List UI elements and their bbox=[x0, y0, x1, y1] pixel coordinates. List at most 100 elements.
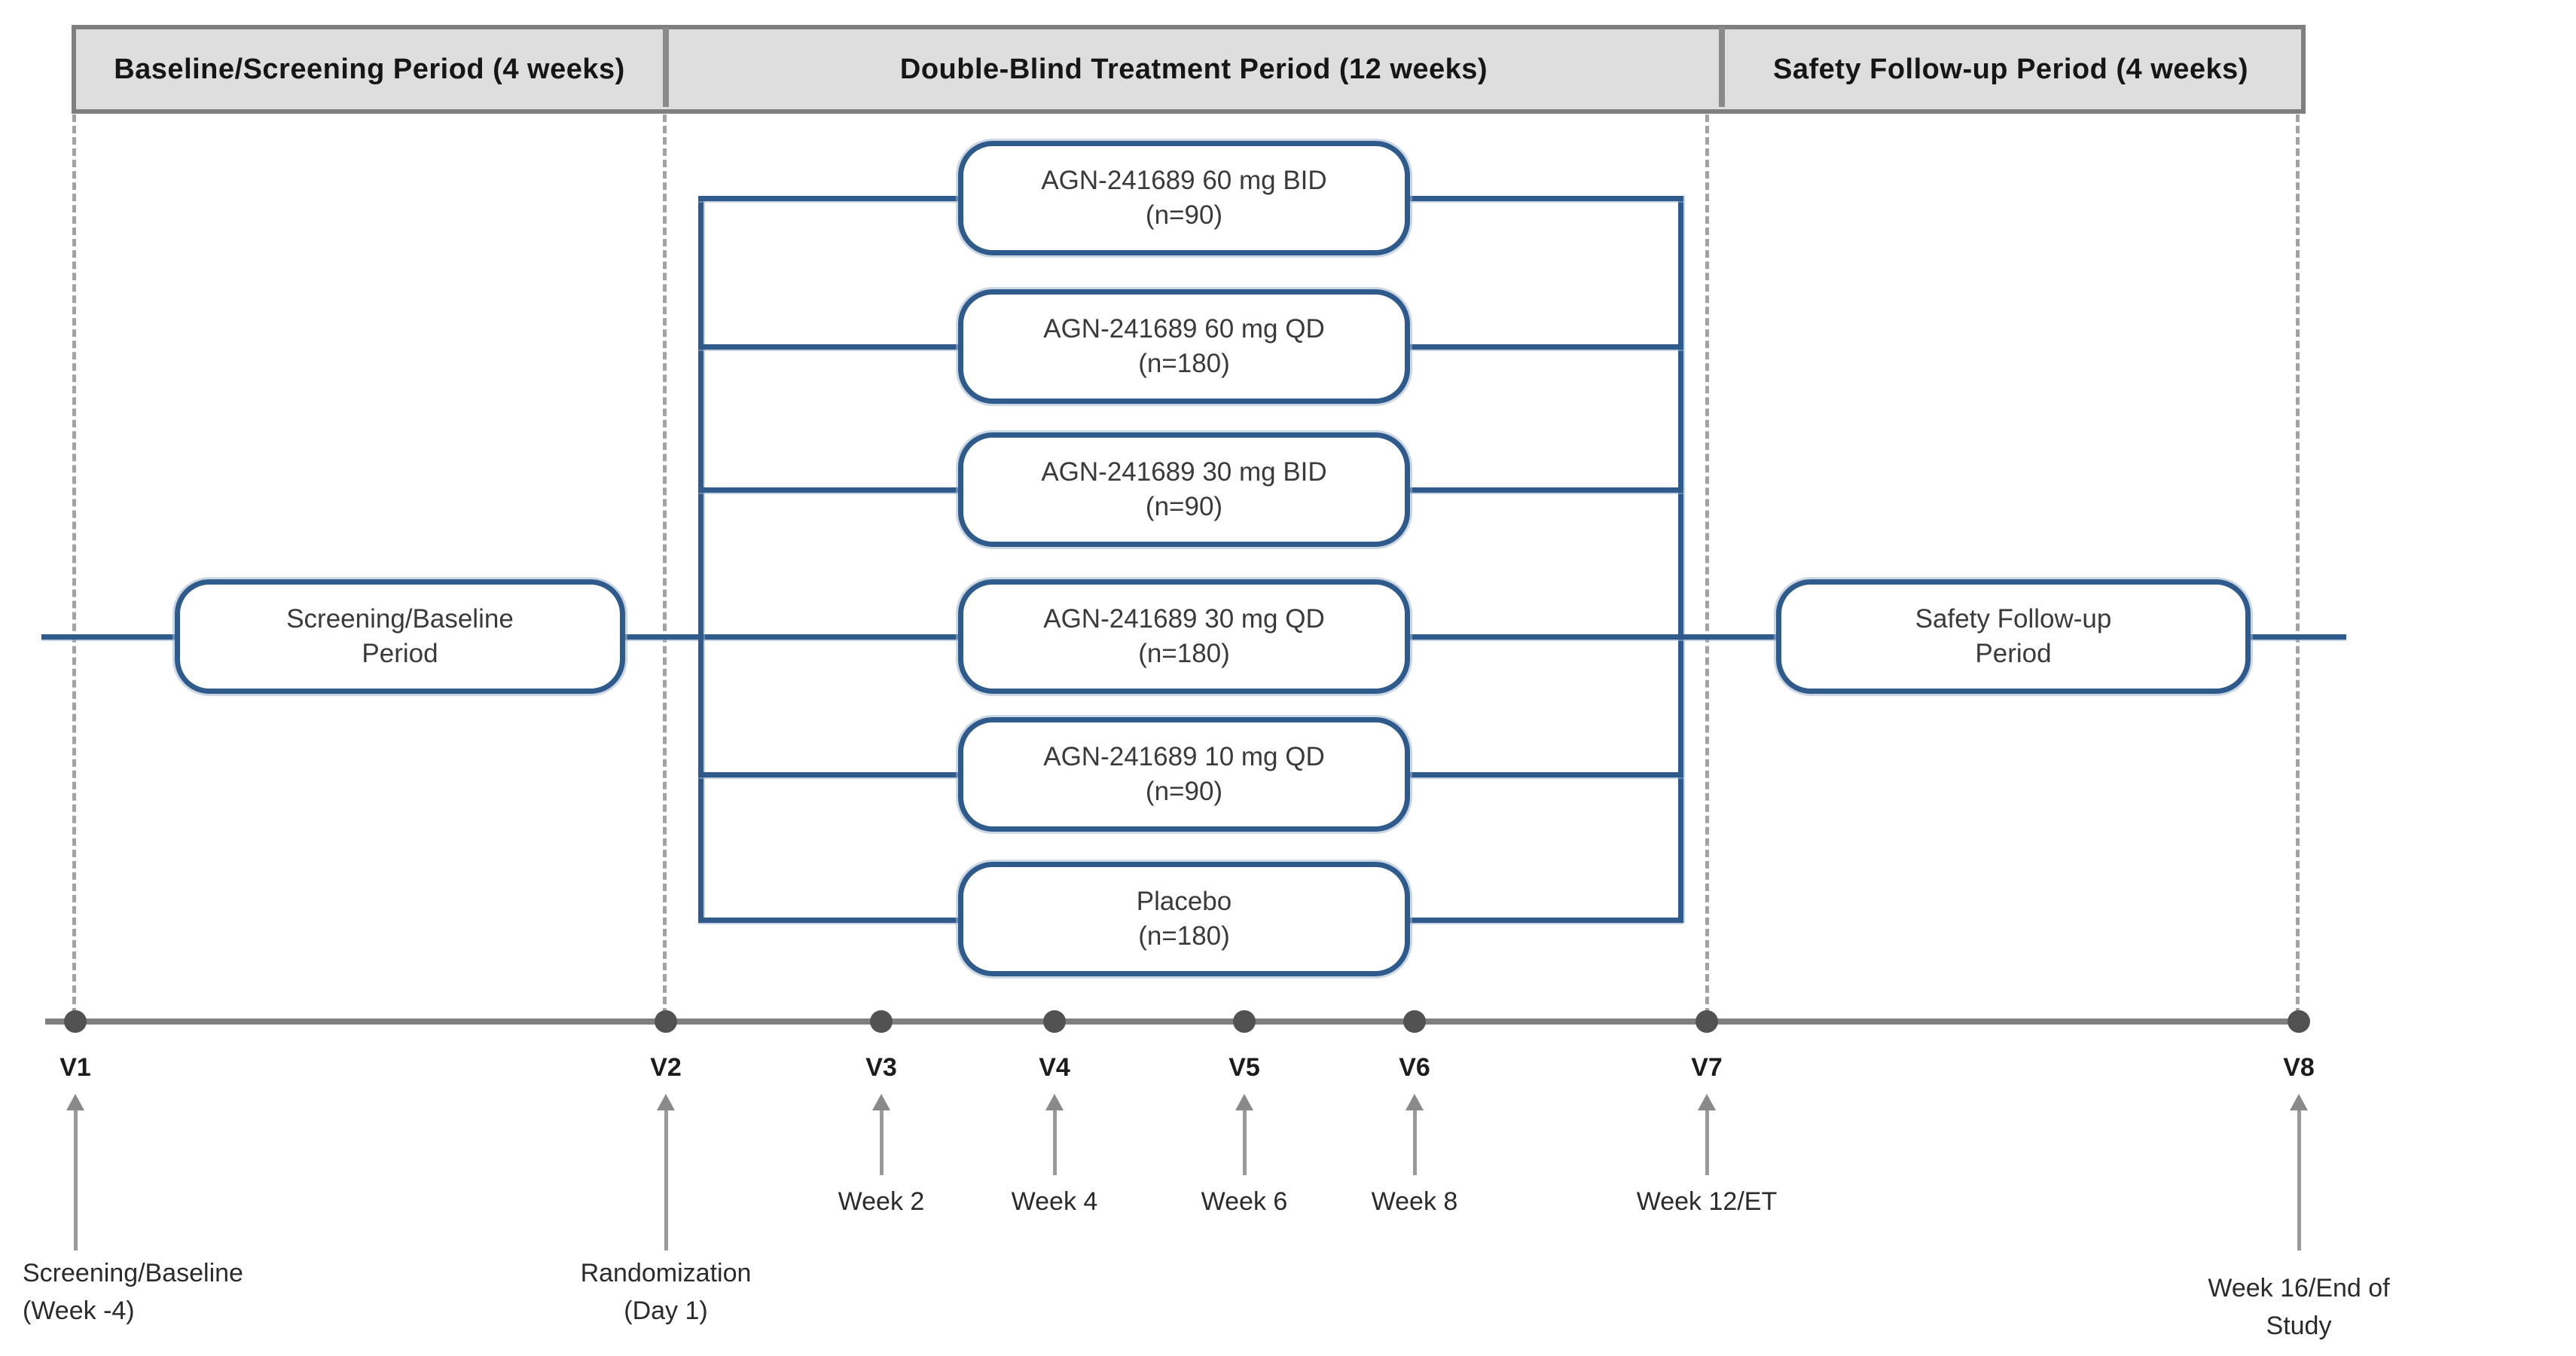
safety-followup-box-line2: Period bbox=[1975, 639, 2052, 668]
arrow-shaft-v1 bbox=[74, 1110, 78, 1251]
annotation-v2-line2: (Day 1) bbox=[624, 1296, 708, 1325]
arrow-shaft-v5 bbox=[1243, 1110, 1247, 1175]
week-label-v3: Week 2 bbox=[838, 1187, 925, 1216]
arm-placebo-n: (n=180) bbox=[1138, 921, 1230, 951]
arm-30mg-bid-n: (n=90) bbox=[1145, 492, 1223, 521]
connector-arm2-right bbox=[1397, 344, 1683, 350]
visit-label-v1: V1 bbox=[60, 1053, 91, 1082]
arrow-icon-v2 bbox=[657, 1094, 675, 1110]
arrow-shaft-v2 bbox=[664, 1110, 668, 1251]
annotation-v8-line2: Study bbox=[2266, 1312, 2332, 1340]
header-divider-2 bbox=[1719, 27, 1725, 107]
timeline-dot-v3 bbox=[870, 1010, 893, 1033]
arm-box-60mg-qd: AGN-241689 60 mg QD (n=180) bbox=[958, 289, 1410, 404]
arrow-shaft-v7 bbox=[1705, 1110, 1709, 1175]
period-double-blind: Double-Blind Treatment Period (12 weeks) bbox=[669, 25, 1719, 114]
connector-arm3-left bbox=[698, 487, 962, 493]
connector-exit-line bbox=[2246, 634, 2346, 640]
visit-label-v7: V7 bbox=[1691, 1053, 1723, 1082]
arrow-icon-v5 bbox=[1235, 1094, 1253, 1110]
visit-label-v8: V8 bbox=[2283, 1053, 2315, 1082]
week-label-v4: Week 4 bbox=[1011, 1187, 1098, 1216]
dashed-line-v1 bbox=[72, 115, 76, 1015]
arm-30mg-bid-name: AGN-241689 30 mg BID bbox=[1041, 457, 1327, 487]
arrow-icon-v6 bbox=[1406, 1094, 1424, 1110]
arm-box-60mg-bid: AGN-241689 60 mg BID (n=90) bbox=[958, 141, 1410, 255]
visit-label-v4: V4 bbox=[1039, 1053, 1070, 1082]
arrow-icon-v8 bbox=[2290, 1094, 2308, 1110]
arrow-icon-v4 bbox=[1045, 1094, 1064, 1110]
arrow-icon-v1 bbox=[66, 1094, 84, 1110]
visit-label-v3: V3 bbox=[865, 1053, 897, 1082]
dashed-line-v2 bbox=[663, 115, 667, 1015]
safety-followup-box-line1: Safety Follow-up bbox=[1915, 604, 2112, 634]
arm-box-placebo: Placebo (n=180) bbox=[958, 862, 1410, 976]
period-header-bar bbox=[72, 25, 2306, 114]
arrow-shaft-v6 bbox=[1413, 1110, 1417, 1175]
annotation-v8: Week 16/End of Study bbox=[2133, 1269, 2465, 1345]
connector-arm6-right bbox=[1397, 918, 1683, 923]
connector-arm3-right bbox=[1397, 487, 1683, 493]
arm-placebo-name: Placebo bbox=[1136, 887, 1232, 916]
screening-baseline-box-line2: Period bbox=[362, 639, 438, 668]
visit-label-v2: V2 bbox=[650, 1053, 682, 1082]
connector-arm5-right bbox=[1397, 772, 1683, 777]
timeline-dot-v7 bbox=[1695, 1010, 1718, 1033]
arm-box-30mg-bid: AGN-241689 30 mg BID (n=90) bbox=[958, 432, 1410, 547]
annotation-v1: Screening/Baseline (Week -4) bbox=[23, 1254, 243, 1330]
dashed-line-v8 bbox=[2296, 115, 2300, 1015]
timeline-dot-v2 bbox=[655, 1010, 677, 1033]
visit-label-v6: V6 bbox=[1399, 1053, 1430, 1082]
header-divider-1 bbox=[663, 27, 669, 107]
period-safety-followup: Safety Follow-up Period (4 weeks) bbox=[1725, 25, 2297, 114]
screening-baseline-box-line1: Screening/Baseline bbox=[286, 604, 514, 634]
timeline-dot-v8 bbox=[2288, 1010, 2310, 1033]
week-label-v5: Week 6 bbox=[1201, 1187, 1288, 1216]
arm-10mg-qd-name: AGN-241689 10 mg QD bbox=[1043, 742, 1325, 771]
annotation-v2-line1: Randomization bbox=[580, 1259, 752, 1287]
annotation-v1-line1: Screening/Baseline bbox=[23, 1259, 243, 1287]
arm-60mg-qd-n: (n=180) bbox=[1138, 349, 1230, 378]
annotation-v8-line1: Week 16/End of bbox=[2208, 1274, 2390, 1303]
connector-right-branch-vertical bbox=[1678, 196, 1683, 923]
arm-60mg-bid-n: (n=90) bbox=[1145, 200, 1223, 230]
timeline-dot-v4 bbox=[1043, 1010, 1066, 1033]
dashed-line-v7 bbox=[1705, 115, 1709, 1015]
arm-box-10mg-qd: AGN-241689 10 mg QD (n=90) bbox=[958, 717, 1410, 832]
connector-arm4-to-safety bbox=[1397, 634, 1781, 640]
timeline-dot-v5 bbox=[1233, 1010, 1256, 1033]
period-baseline-screening-label: Baseline/Screening Period (4 weeks) bbox=[114, 53, 625, 85]
arm-box-30mg-qd: AGN-241689 30 mg QD (n=180) bbox=[958, 579, 1410, 694]
period-double-blind-label: Double-Blind Treatment Period (12 weeks) bbox=[899, 53, 1488, 85]
timeline-axis bbox=[45, 1019, 2309, 1025]
timeline-dot-v6 bbox=[1403, 1010, 1426, 1033]
annotation-v2: Randomization (Day 1) bbox=[478, 1254, 854, 1330]
week-label-v7: Week 12/ET bbox=[1636, 1187, 1778, 1216]
connector-entry-line bbox=[41, 634, 177, 640]
arm-30mg-qd-n: (n=180) bbox=[1138, 639, 1230, 668]
connector-arm6-left bbox=[698, 918, 962, 923]
arrow-icon-v3 bbox=[872, 1094, 890, 1110]
arm-60mg-bid-name: AGN-241689 60 mg BID bbox=[1041, 166, 1327, 195]
screening-baseline-box: Screening/Baseline Period bbox=[175, 579, 625, 694]
connector-arm5-left bbox=[698, 772, 962, 777]
week-label-v6: Week 8 bbox=[1371, 1187, 1458, 1216]
arrow-shaft-v4 bbox=[1053, 1110, 1057, 1175]
timeline-dot-v1 bbox=[64, 1010, 87, 1033]
arrow-shaft-v3 bbox=[880, 1110, 884, 1175]
connector-arm1-left bbox=[698, 196, 962, 201]
arm-30mg-qd-name: AGN-241689 30 mg QD bbox=[1043, 604, 1325, 634]
safety-followup-box: Safety Follow-up Period bbox=[1776, 579, 2251, 694]
arrow-shaft-v8 bbox=[2297, 1110, 2301, 1251]
visit-label-v5: V5 bbox=[1228, 1053, 1260, 1082]
arm-60mg-qd-name: AGN-241689 60 mg QD bbox=[1043, 314, 1325, 344]
connector-arm1-right bbox=[1397, 196, 1683, 201]
connector-screening-to-arms bbox=[623, 634, 962, 640]
connector-left-branch-vertical bbox=[698, 196, 704, 923]
period-baseline-screening: Baseline/Screening Period (4 weeks) bbox=[76, 25, 663, 114]
connector-arm2-left bbox=[698, 344, 962, 350]
period-safety-followup-label: Safety Follow-up Period (4 weeks) bbox=[1773, 53, 2248, 85]
arrow-icon-v7 bbox=[1698, 1094, 1716, 1110]
arm-10mg-qd-n: (n=90) bbox=[1145, 777, 1223, 806]
